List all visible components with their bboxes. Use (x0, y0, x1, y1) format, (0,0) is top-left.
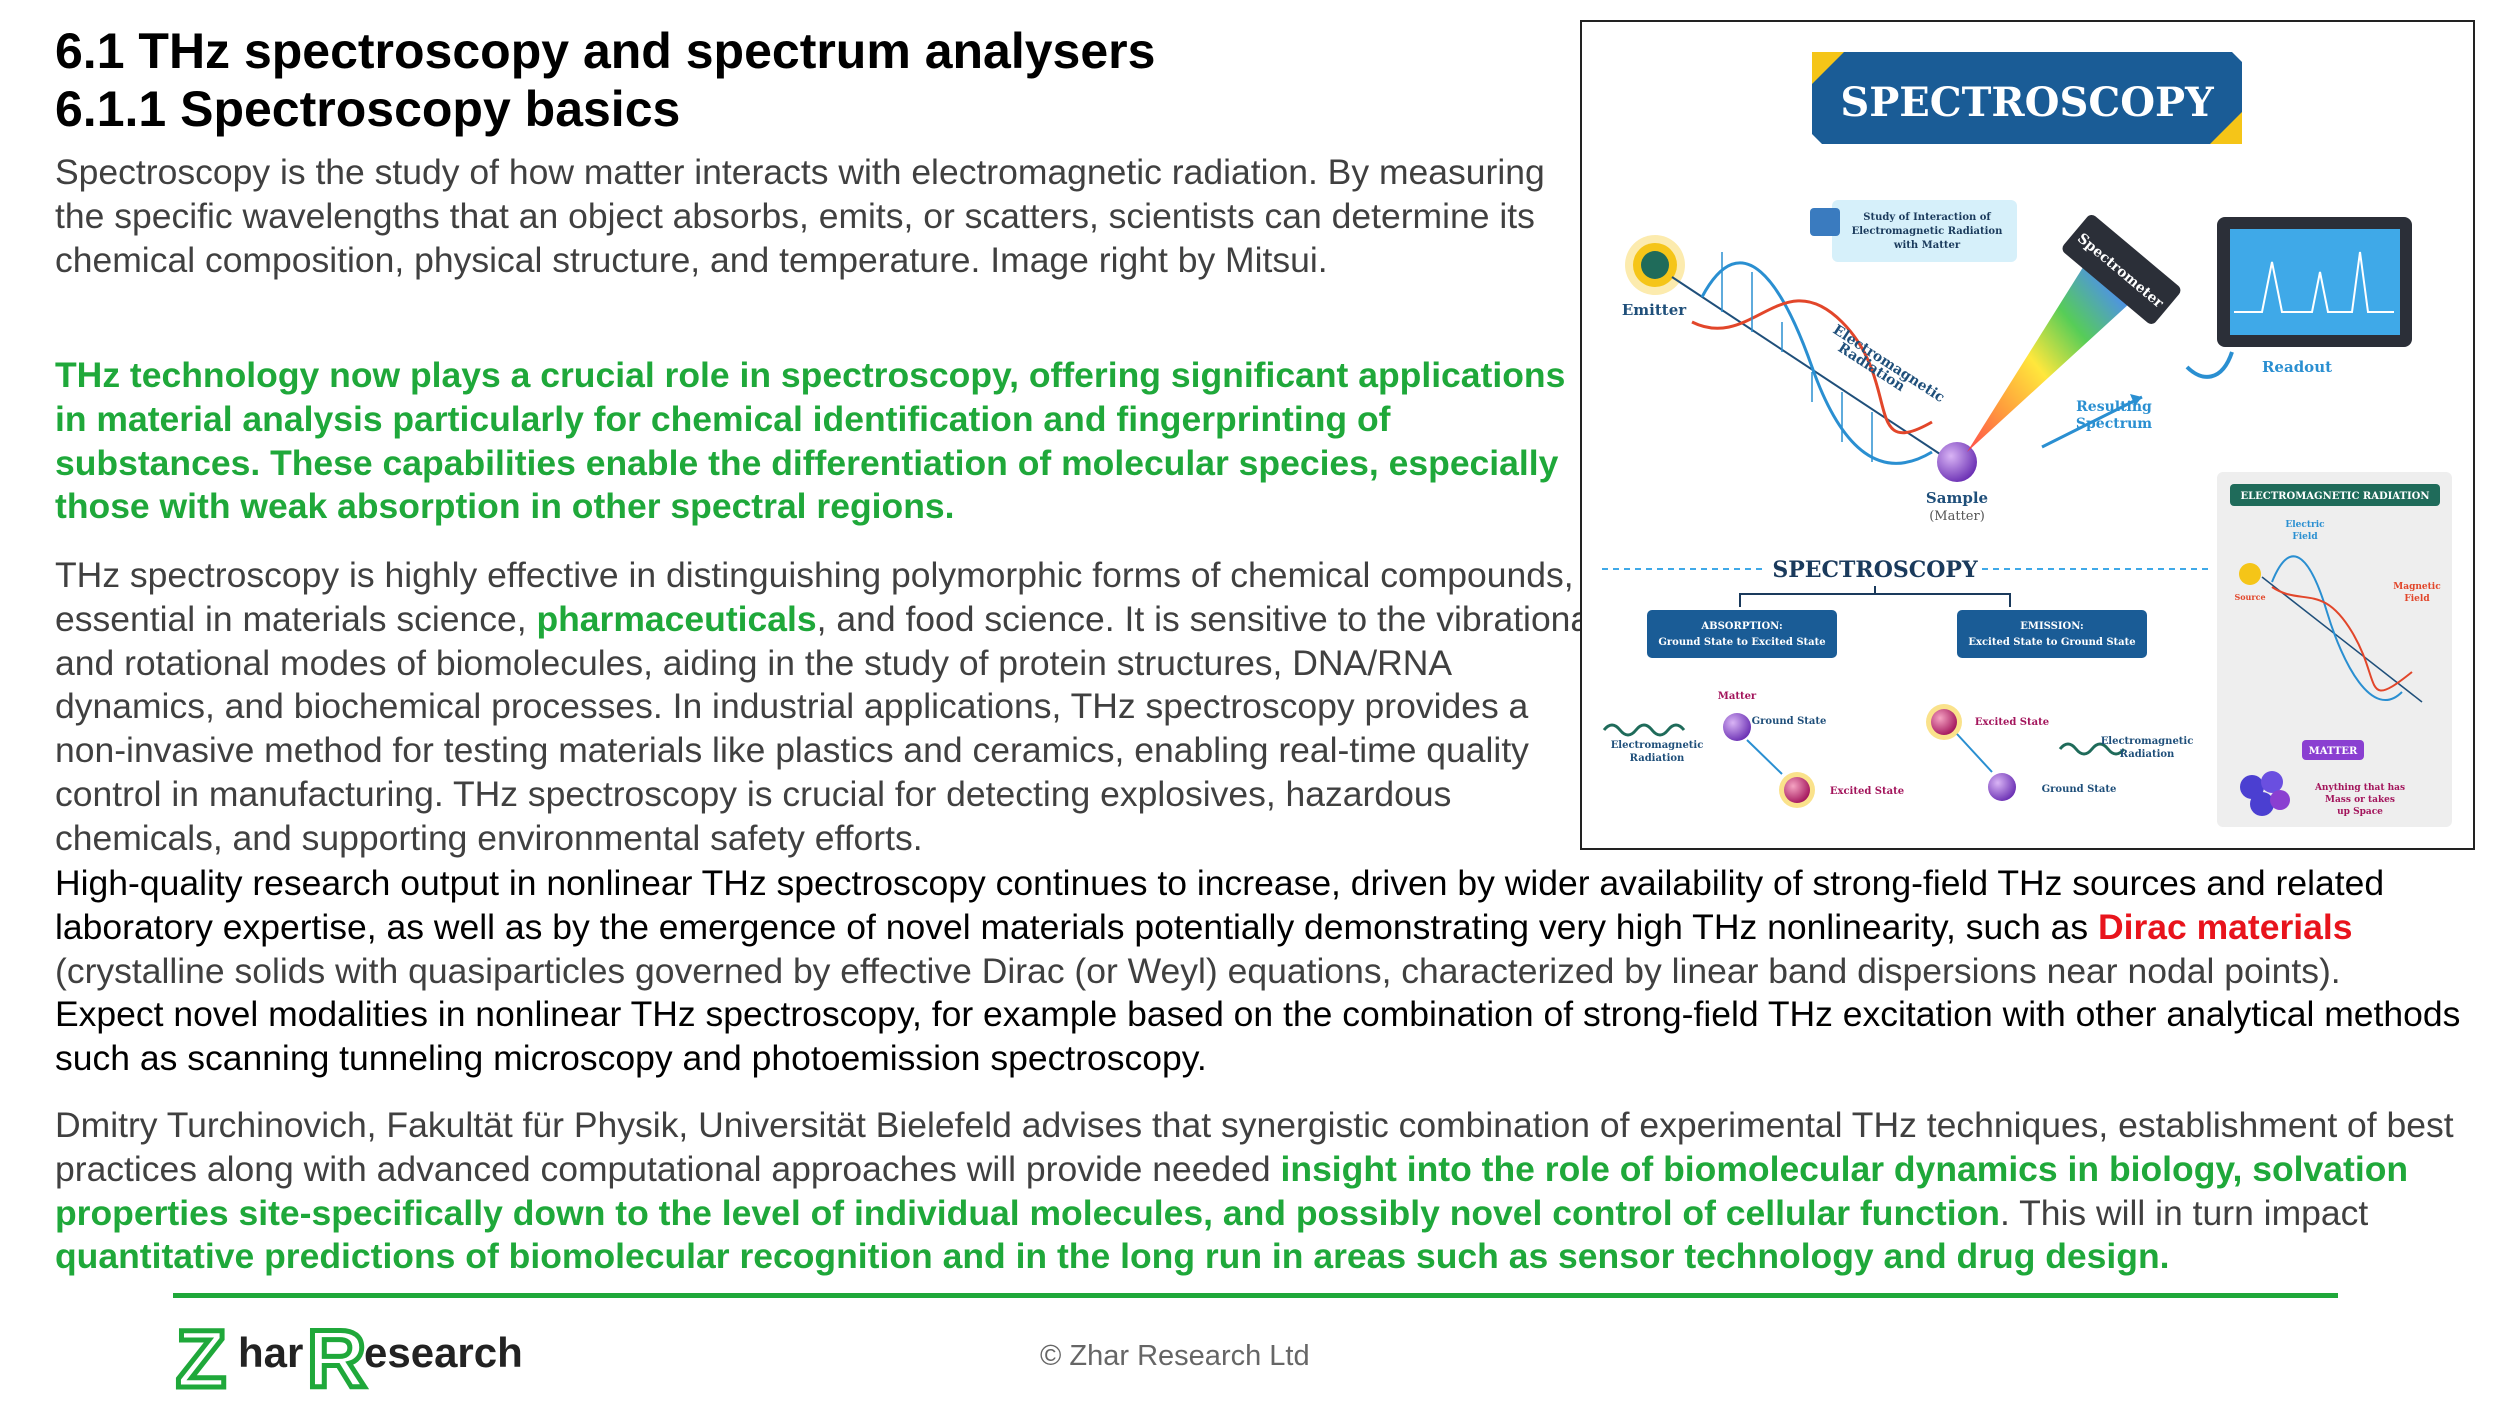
nonlinear-paragraph: High-quality research output in nonlinea… (55, 862, 2500, 1081)
source-label: Source (2234, 592, 2265, 602)
applications-text-a: THz spectroscopy is highly effective in … (55, 555, 1574, 639)
hand-icon (1810, 208, 1840, 236)
zhar-research-logo: Z har R esearch (172, 1305, 572, 1406)
turchinovich-paragraph: Dmitry Turchinovich, Fakultät für Physik… (55, 1104, 2500, 1279)
sample-label: Sample (1926, 489, 1988, 507)
bracket (1739, 586, 2011, 607)
abs-excited-label: Excited State (1830, 786, 1904, 797)
intro-paragraph: Spectroscopy is the study of how matter … (55, 152, 1545, 280)
emission-diagram: Excited State Ground State Electromagnet… (1926, 704, 2193, 801)
page-subtitle: 6.1.1 Spectroscopy basics (55, 81, 681, 137)
turchinovich-text-b: . This will in turn impact (1999, 1192, 2369, 1233)
predictions-highlight: quantitative predictions of biomolecular… (55, 1236, 2170, 1277)
resulting-spectrum-beam (1967, 237, 2142, 452)
spectroscopy-subheading: SPECTROSCOPY (1772, 557, 1978, 583)
magnetic-field-label-2: Field (2404, 594, 2430, 604)
resulting-spectrum-label-1: Resulting (2076, 399, 2152, 415)
absorption-title: ABSORPTION: (1700, 621, 1782, 632)
emitter-icon (1625, 235, 1685, 295)
emission-subtitle: Excited State to Ground State (1968, 637, 2135, 648)
study-note: Study of Interaction of Electromagnetic … (1810, 200, 2017, 262)
absorption-box (1647, 610, 1837, 658)
em-ground-label: Ground State (2042, 784, 2117, 795)
study-note-line3: with Matter (1893, 240, 1961, 251)
logo-r: R (307, 1314, 366, 1393)
abs-ground-label: Ground State (1752, 716, 1827, 727)
abs-matter-label: Matter (1718, 691, 1757, 702)
abs-em-label-2: Radiation (1630, 753, 1685, 764)
logo-har: har (238, 1329, 303, 1376)
readout-monitor (2185, 217, 2412, 379)
panel-title: ELECTROMAGNETIC RADIATION (2241, 491, 2430, 502)
matter-molecule-icon (2240, 771, 2290, 816)
dirac-definition: (crystalline solids with quasiparticles … (55, 950, 2341, 991)
em-em-label-2: Radiation (2120, 749, 2175, 760)
electric-field-label-1: Electric (2285, 520, 2325, 530)
thz-role-paragraph: THz technology now plays a crucial role … (55, 355, 1566, 527)
readout-label: Readout (2262, 358, 2332, 376)
banner-text: SPECTROSCOPY (1840, 79, 2214, 126)
resulting-spectrum-label-2: Spectrum (2076, 416, 2152, 432)
em-excited-label: Excited State (1975, 717, 2049, 728)
copyright-text: © Zhar Research Ltd (1040, 1340, 1310, 1372)
pharmaceuticals-highlight: pharmaceuticals (536, 598, 817, 639)
abs-em-label-1: Electromagnetic (1611, 740, 1704, 751)
spectrum-arrow (2041, 395, 2143, 449)
applications-text-b: , and food science. It is sensitive to t… (55, 598, 1599, 858)
study-note-line2: Electromagnetic Radiation (1852, 226, 2003, 237)
footer-divider (173, 1293, 2338, 1298)
em-em-label-1: Electromagnetic (2101, 736, 2194, 747)
source-icon (2239, 563, 2261, 585)
logo-esearch: esearch (364, 1329, 523, 1376)
emitter-label: Emitter (1622, 301, 1687, 319)
emission-title: EMISSION: (2020, 621, 2083, 632)
matter-desc-1: Anything that has (2314, 783, 2405, 793)
emission-box (1957, 610, 2147, 658)
em-wave (1671, 252, 1953, 465)
nonlinear-text-a: High-quality research output in nonlinea… (55, 863, 2385, 947)
turchinovich-text-a: Dmitry Turchinovich, Fakultät für Physik… (55, 1105, 2454, 1189)
em-radiation-panel: ELECTROMAGNETIC RADIATION Electric Field… (2217, 472, 2452, 827)
matter-desc-2: Mass or takes (2325, 795, 2395, 805)
absorption-subtitle: Ground State to Excited State (1658, 637, 1825, 648)
magnetic-field-label-1: Magnetic (2393, 582, 2441, 592)
absorption-diagram: Electromagnetic Radiation Matter Ground … (1602, 691, 1904, 808)
study-note-line1: Study of Interaction of (1863, 212, 1991, 223)
page-title: 6.1 THz spectroscopy and spectrum analys… (55, 23, 1156, 79)
logo-z: Z (176, 1314, 226, 1393)
electric-field-label-2: Field (2292, 532, 2318, 542)
spectroscopy-figure: SPECTROSCOPY Study of Interaction of Ele… (1580, 20, 2475, 850)
matter-desc-3: up Space (2337, 807, 2383, 817)
nonlinear-text-b: Expect novel modalities in nonlinear THz… (55, 994, 2461, 1079)
spectroscopy-banner: SPECTROSCOPY (1812, 52, 2242, 144)
matter-badge: MATTER (2309, 746, 2358, 757)
applications-paragraph: THz spectroscopy is highly effective in … (55, 554, 1600, 861)
biomolecular-insight-highlight: insight into the role of biomolecular dy… (55, 1148, 2409, 1233)
dirac-materials-highlight: Dirac materials (2097, 906, 2353, 947)
sample-matter-label: (Matter) (1929, 509, 1985, 524)
